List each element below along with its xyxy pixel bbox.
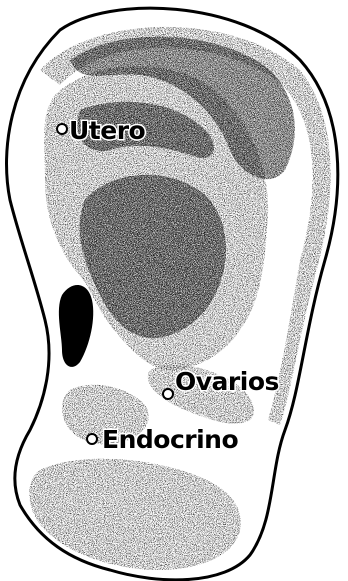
point-endocrino-marker: [87, 434, 97, 444]
point-ovarios-marker: [163, 389, 173, 399]
point-utero-label: Utero: [69, 116, 146, 145]
point-endocrino: Endocrino: [87, 425, 238, 454]
point-utero-marker: [57, 124, 67, 134]
point-utero: Utero: [57, 116, 146, 145]
point-ovarios: Ovarios: [163, 367, 279, 399]
point-ovarios-label: Ovarios: [175, 367, 279, 396]
point-endocrino-label: Endocrino: [102, 425, 238, 454]
